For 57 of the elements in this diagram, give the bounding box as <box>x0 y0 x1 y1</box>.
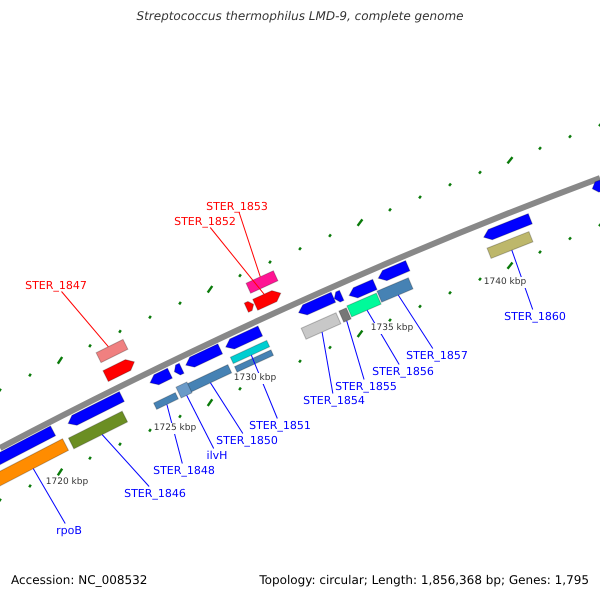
gene-bar <box>376 277 414 303</box>
gene-bar <box>68 410 128 450</box>
scale-label: 1730 kbp <box>232 372 278 384</box>
gene-label: STER_1856 <box>372 366 434 376</box>
gene-block <box>0 425 56 466</box>
gene-label: STER_1852 <box>174 216 236 226</box>
title: Streptococcus thermophilus LMD-9, complete genome <box>135 10 465 22</box>
gene-bar <box>153 392 179 410</box>
leader-line <box>238 212 261 278</box>
leader-line <box>346 320 365 380</box>
gene-bar <box>346 292 382 318</box>
gene-label: STER_1850 <box>216 434 278 446</box>
gene-label: STER_1855 <box>335 380 397 392</box>
gene-bar <box>95 338 129 364</box>
gene-block <box>348 278 378 298</box>
leader-line <box>210 382 244 434</box>
scale-label: 1725 kbp <box>152 422 198 434</box>
leader-line <box>32 468 66 524</box>
gene-label: ilvH <box>206 450 228 460</box>
footer-note: Accession: NC_008532 <box>10 573 148 587</box>
gene-block <box>149 368 173 386</box>
leader-line <box>210 227 265 295</box>
gene-block <box>298 292 336 316</box>
gene-label: STER_1846 <box>124 488 186 498</box>
gene-bar <box>300 312 342 340</box>
leader-line <box>61 291 109 348</box>
scale-label: 1740 kbp <box>482 276 528 288</box>
leader-line <box>398 294 434 349</box>
gene-label: STER_1857 <box>406 350 468 360</box>
footer-note: Topology: circular; Length: 1,856,368 bp; Genes: 1,795 <box>258 573 590 587</box>
gene-label: STER_1851 <box>249 420 311 430</box>
gene-bar <box>245 270 279 294</box>
gene-label: rpoB <box>56 524 82 536</box>
scale-label: 1735 kbp <box>370 322 414 334</box>
gene-block <box>244 300 254 313</box>
scale-label: 1720 kbp <box>44 476 90 488</box>
gene-block <box>483 213 533 240</box>
gene-block <box>67 390 125 426</box>
gene-label: STER_1847 <box>25 280 87 290</box>
gene-block <box>592 179 600 193</box>
gene-label: STER_1848 <box>153 464 215 476</box>
gene-bar <box>230 340 270 364</box>
leader-line <box>102 434 150 487</box>
leader-line <box>322 332 334 394</box>
gene-bar <box>486 230 534 260</box>
gene-bar <box>234 349 274 373</box>
gene-block <box>225 325 264 350</box>
gene-label: STER_1853 <box>206 200 268 212</box>
gene-bar <box>175 381 193 399</box>
gene-label: STER_1854 <box>303 394 365 406</box>
gene-label: STER_1860 <box>504 310 566 322</box>
leader-line <box>186 394 214 449</box>
gene-block <box>185 343 224 368</box>
gene-block <box>102 359 136 382</box>
gene-bar <box>338 307 352 323</box>
gene-bar <box>0 438 70 488</box>
gene-block <box>378 260 411 282</box>
